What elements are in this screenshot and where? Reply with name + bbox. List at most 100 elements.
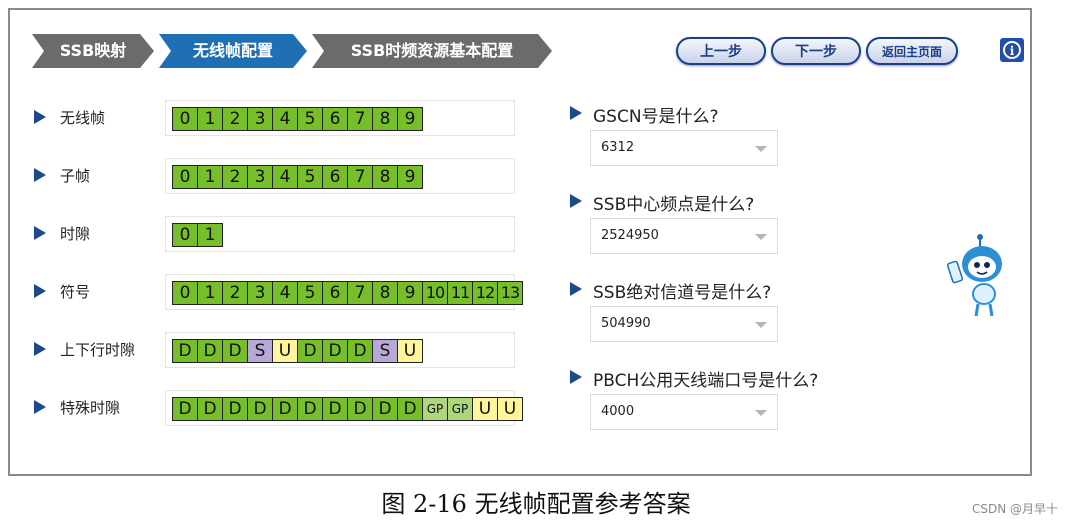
frame-cell[interactable]: D xyxy=(372,397,398,421)
frame-cell[interactable]: 0 xyxy=(172,281,198,305)
frame-cell[interactable]: 8 xyxy=(372,281,398,305)
breadcrumb-step-ssb-resource-config[interactable]: SSB时频资源基本配置 xyxy=(312,34,552,68)
question-label: PBCH公用天线端口号是什么? xyxy=(593,371,819,391)
frame-cell[interactable]: S xyxy=(247,339,273,363)
figure-caption: 图 2-16 无线帧配置参考答案 xyxy=(381,490,691,518)
frame-cell[interactable]: U xyxy=(472,397,498,421)
frame-cell[interactable]: 2 xyxy=(222,281,248,305)
frame-cell[interactable]: D xyxy=(322,339,348,363)
frame-cell[interactable]: 5 xyxy=(297,281,323,305)
info-button[interactable]: i xyxy=(1000,38,1024,62)
frame-cell[interactable]: 1 xyxy=(197,165,223,189)
frame-cell[interactable]: 9 xyxy=(397,107,423,131)
question-label: SSB中心频点是什么? xyxy=(593,195,755,215)
answer-select[interactable]: 6312 xyxy=(590,130,778,166)
frame-cell[interactable]: 1 xyxy=(197,281,223,305)
row-label: 子帧 xyxy=(60,167,91,185)
question-marker-icon xyxy=(570,282,582,296)
frame-cell[interactable]: U xyxy=(272,339,298,363)
frame-cell[interactable]: D xyxy=(347,397,373,421)
chevron-down-icon[interactable] xyxy=(755,234,767,240)
question-marker-icon xyxy=(570,370,582,384)
frame-cell[interactable]: 5 xyxy=(297,165,323,189)
frame-cell[interactable]: 12 xyxy=(472,281,498,305)
frame-cell[interactable]: 7 xyxy=(347,107,373,131)
question-label: SSB绝对信道号是什么? xyxy=(593,283,772,303)
frame-cell[interactable]: U xyxy=(497,397,523,421)
row-marker-icon xyxy=(34,284,46,298)
frame-cell[interactable]: 4 xyxy=(272,165,298,189)
frame-cell[interactable]: 0 xyxy=(172,107,198,131)
chevron-down-icon[interactable] xyxy=(755,410,767,416)
frame-cell[interactable]: D xyxy=(297,339,323,363)
frame-cell[interactable]: D xyxy=(222,339,248,363)
frame-cell[interactable]: 0 xyxy=(172,165,198,189)
frame-cell[interactable]: 8 xyxy=(372,107,398,131)
frame-cell[interactable]: 6 xyxy=(322,107,348,131)
frame-cell[interactable]: 3 xyxy=(247,281,273,305)
frame-cell[interactable]: 5 xyxy=(297,107,323,131)
answer-value: 504990 xyxy=(601,316,651,331)
row-label: 时隙 xyxy=(60,225,91,243)
frame-cell[interactable]: GP xyxy=(447,397,473,421)
frame-cell[interactable]: 9 xyxy=(397,281,423,305)
home-button[interactable]: 返回主页面 xyxy=(866,37,958,65)
frame-cell[interactable]: D xyxy=(272,397,298,421)
frame-cell[interactable]: D xyxy=(197,339,223,363)
robot-mascot-icon xyxy=(946,234,1002,317)
row-label: 无线帧 xyxy=(60,109,106,127)
answer-select[interactable]: 504990 xyxy=(590,306,778,342)
frame-cell[interactable]: 9 xyxy=(397,165,423,189)
row-label: 上下行时隙 xyxy=(60,341,136,359)
answer-select[interactable]: 2524950 xyxy=(590,218,778,254)
frame-cell[interactable]: 2 xyxy=(222,107,248,131)
frame-cell[interactable]: 6 xyxy=(322,281,348,305)
frame-cell[interactable]: U xyxy=(397,339,423,363)
question-marker-icon xyxy=(570,106,582,120)
frame-cell[interactable]: 7 xyxy=(347,165,373,189)
frame-cell[interactable]: 7 xyxy=(347,281,373,305)
frame-cell[interactable]: 11 xyxy=(447,281,473,305)
frame-cell[interactable]: 8 xyxy=(372,165,398,189)
frame-cell[interactable]: D xyxy=(247,397,273,421)
row-label: 符号 xyxy=(60,283,91,301)
answer-value: 6312 xyxy=(601,140,635,155)
frame-cell[interactable]: 0 xyxy=(172,223,198,247)
frame-cell[interactable]: D xyxy=(172,397,198,421)
frame-cell[interactable]: D xyxy=(297,397,323,421)
question-label: GSCN号是什么? xyxy=(593,107,719,127)
question-marker-icon xyxy=(570,194,582,208)
frame-cell[interactable]: 13 xyxy=(497,281,523,305)
frame-cell[interactable]: 3 xyxy=(247,107,273,131)
frame-cell[interactable]: 10 xyxy=(422,281,448,305)
frame-cell[interactable]: D xyxy=(347,339,373,363)
breadcrumb-step-radio-frame-config[interactable]: 无线帧配置 xyxy=(159,34,307,68)
frame-cell[interactable]: D xyxy=(222,397,248,421)
frame-cell[interactable]: 6 xyxy=(322,165,348,189)
frame-cell[interactable]: D xyxy=(197,397,223,421)
answer-select[interactable]: 4000 xyxy=(590,394,778,430)
breadcrumb-step-ssb-mapping[interactable]: SSB映射 xyxy=(32,34,154,68)
frame-cell[interactable]: 1 xyxy=(197,107,223,131)
next-step-button[interactable]: 下一步 xyxy=(771,37,861,65)
prev-step-button[interactable]: 上一步 xyxy=(676,37,766,65)
frame-cell[interactable]: 4 xyxy=(272,281,298,305)
info-icon: i xyxy=(1003,41,1021,59)
frame-cell[interactable]: D xyxy=(172,339,198,363)
frame-cell[interactable]: 4 xyxy=(272,107,298,131)
chevron-down-icon[interactable] xyxy=(755,146,767,152)
frame-cell[interactable]: 2 xyxy=(222,165,248,189)
frame-cell[interactable]: D xyxy=(397,397,423,421)
frame-cell[interactable]: GP xyxy=(422,397,448,421)
frame-cell[interactable]: 3 xyxy=(247,165,273,189)
chevron-down-icon[interactable] xyxy=(755,322,767,328)
frame-cell[interactable]: 1 xyxy=(197,223,223,247)
frame-cell[interactable]: S xyxy=(372,339,398,363)
frame-cell[interactable]: D xyxy=(322,397,348,421)
